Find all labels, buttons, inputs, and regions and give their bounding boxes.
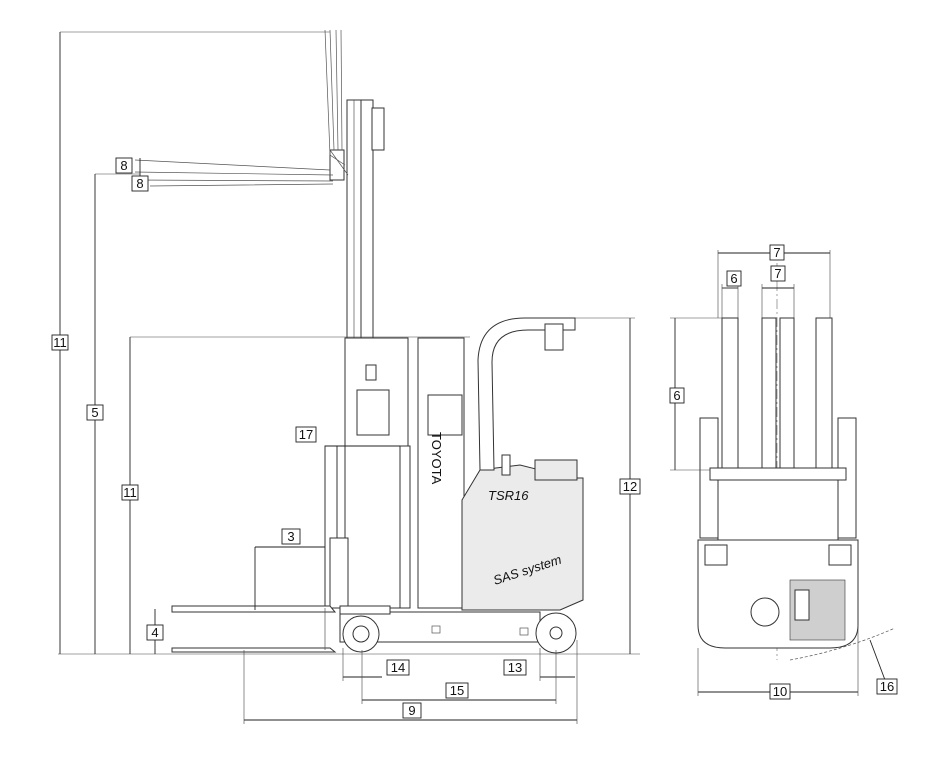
- svg-text:9: 9: [408, 703, 415, 718]
- callout-15: 15: [445, 682, 469, 699]
- callouts: 8 8 11 5 11 17 3 4: [51, 157, 898, 719]
- callout-13: 13: [503, 659, 527, 676]
- svg-text:11: 11: [53, 335, 67, 350]
- svg-text:7: 7: [773, 245, 780, 260]
- svg-text:12: 12: [623, 479, 637, 494]
- svg-text:11: 11: [123, 485, 137, 500]
- mast: TOYOTA: [329, 99, 465, 611]
- front-view: [670, 245, 896, 696]
- callout-3: 3: [281, 528, 301, 545]
- side-view: TOYOTA TSR16 SAS system: [58, 29, 640, 724]
- svg-text:3: 3: [287, 529, 294, 544]
- svg-text:6: 6: [673, 388, 680, 403]
- svg-text:10: 10: [773, 684, 787, 699]
- callout-8-lower: 8: [131, 175, 149, 192]
- callout-17: 17: [295, 426, 317, 443]
- svg-text:6: 6: [730, 271, 737, 286]
- callout-14: 14: [386, 659, 410, 676]
- callout-5-lift-height: 5: [86, 404, 104, 421]
- callout-4: 4: [146, 624, 164, 641]
- brand-label: TOYOTA: [429, 432, 444, 485]
- carriage: [324, 445, 411, 609]
- truck-body: TSR16 SAS system: [339, 317, 584, 643]
- length-dimensions: [243, 640, 578, 724]
- callout-9: 9: [402, 702, 422, 719]
- svg-text:4: 4: [151, 625, 158, 640]
- callout-6-fork-length: 6: [669, 387, 685, 404]
- callout-16: 16: [876, 678, 898, 695]
- callout-11-mast-height: 11: [121, 484, 139, 501]
- callout-8-upper: 8: [115, 157, 133, 174]
- svg-text:17: 17: [299, 427, 313, 442]
- callout-11-max-height: 11: [51, 334, 69, 351]
- svg-text:13: 13: [508, 660, 522, 675]
- svg-text:15: 15: [450, 683, 464, 698]
- svg-text:8: 8: [120, 158, 127, 173]
- svg-text:14: 14: [391, 660, 405, 675]
- model-label: TSR16: [488, 488, 529, 503]
- svg-text:16: 16: [880, 679, 894, 694]
- callout-12: 12: [619, 478, 641, 495]
- lowered-forks: [171, 605, 337, 653]
- svg-text:8: 8: [136, 176, 143, 191]
- raised-forks: [134, 29, 349, 187]
- callout-6-fork-width: 6: [726, 270, 742, 287]
- callout-10: 10: [769, 683, 791, 700]
- callout-7-inner: 7: [770, 265, 786, 282]
- svg-text:7: 7: [774, 266, 781, 281]
- svg-text:5: 5: [91, 405, 98, 420]
- wheels: [342, 612, 577, 654]
- callout-7-fork-spread: 7: [769, 244, 785, 261]
